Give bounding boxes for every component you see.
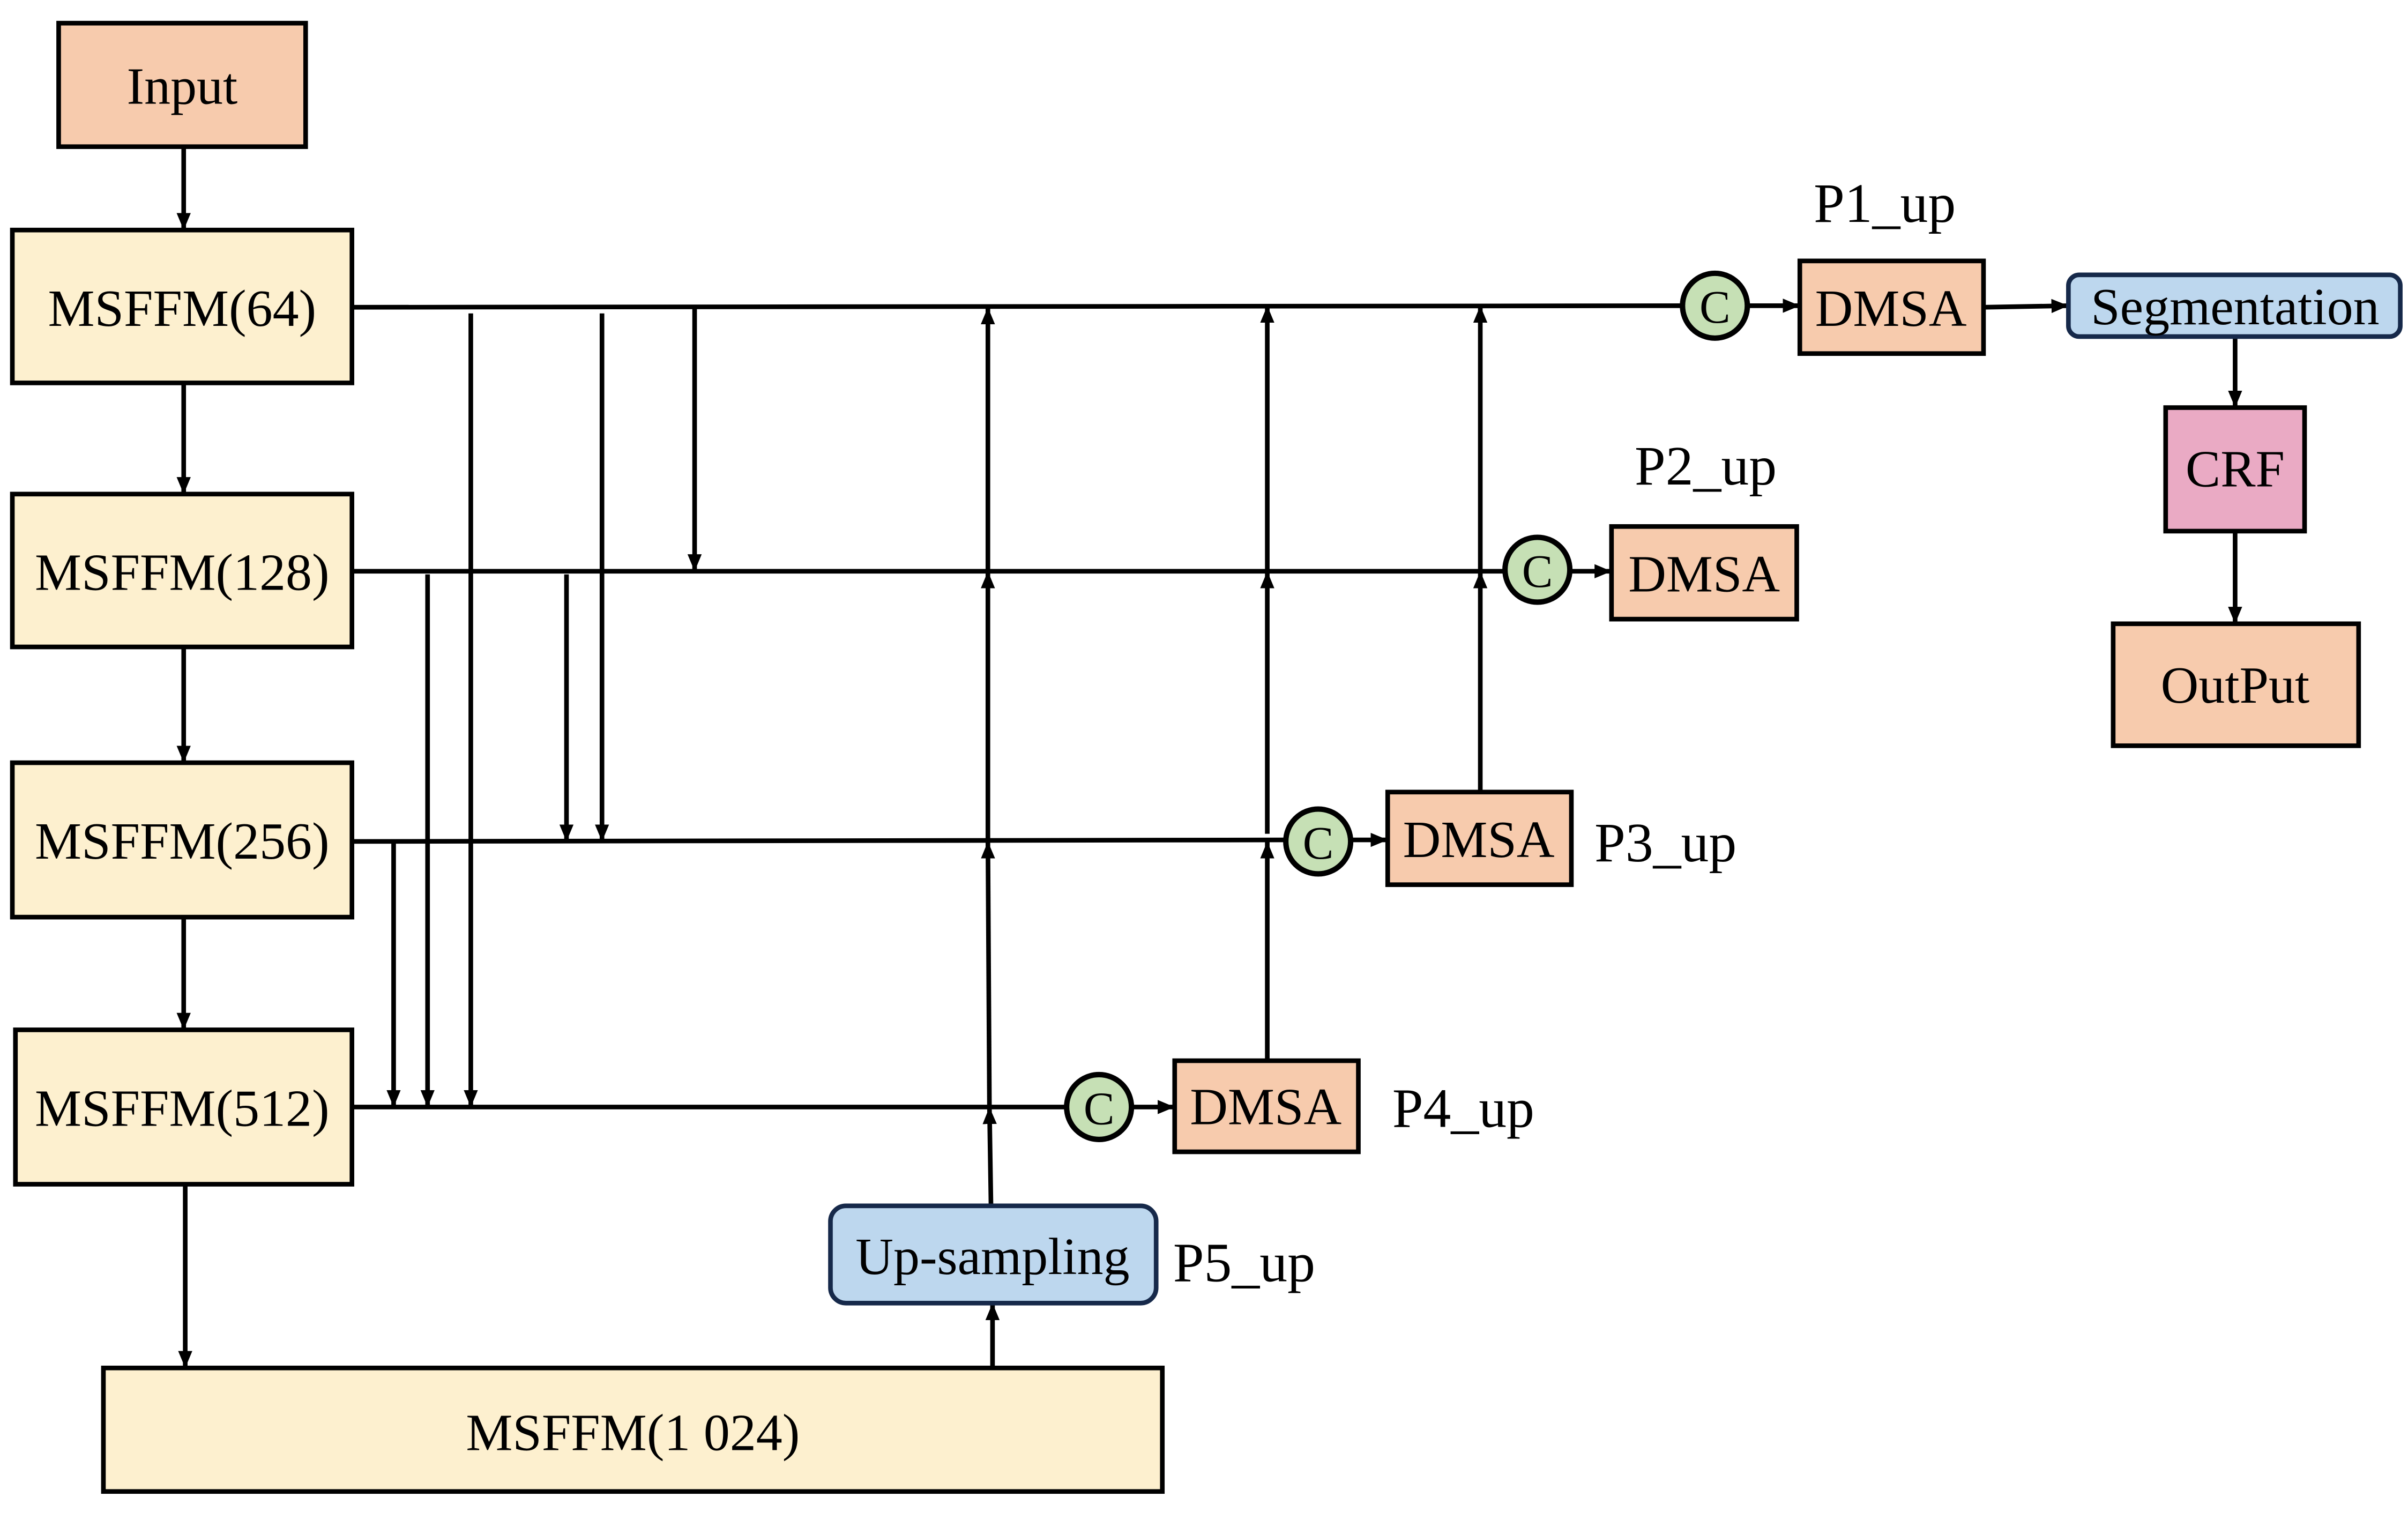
segmentation-label: Segmentation	[2091, 278, 2379, 336]
p5-up-to-level3	[981, 841, 995, 1107]
p2-up-label: P2_up	[1635, 436, 1777, 497]
msffm-64-label: MSFFM(64)	[48, 280, 317, 338]
concat-node-1: C	[1680, 270, 1750, 341]
concat-node-2: C	[1502, 534, 1573, 605]
dmsa-block-1[interactable]: DMSA	[1797, 258, 1986, 356]
msffm-128-label: MSFFM(128)	[35, 544, 330, 602]
dmsa-3-label: DMSA	[1403, 811, 1555, 869]
level3-line	[352, 837, 1286, 844]
concat-icon: C	[1303, 817, 1334, 869]
concat-icon: C	[1084, 1083, 1115, 1134]
segmentation-block[interactable]: Segmentation	[2066, 272, 2403, 339]
output-block[interactable]: OutPut	[2111, 621, 2361, 748]
concat-node-3: C	[1283, 806, 1354, 877]
msffm-512-block[interactable]: MSFFM(512)	[13, 1027, 354, 1187]
msffm-256-label: MSFFM(256)	[35, 813, 330, 870]
upsampling-label: Up-sampling	[855, 1228, 1129, 1286]
level1-line	[352, 303, 1683, 310]
crf-block[interactable]: CRF	[2163, 405, 2307, 534]
concat-node-4: C	[1064, 1071, 1135, 1142]
crf-label: CRF	[2186, 441, 2285, 498]
dmsa-4-label: DMSA	[1190, 1078, 1341, 1136]
dmsa-block-3[interactable]: DMSA	[1385, 789, 1574, 887]
input-block[interactable]: Input	[56, 20, 308, 149]
dmsa-block-2[interactable]: DMSA	[1609, 524, 1799, 622]
dmsa-1-label: DMSA	[1815, 280, 1967, 338]
input-label: Input	[127, 57, 238, 115]
p3-up-label: P3_up	[1594, 813, 1736, 874]
msffm-512-label: MSFFM(512)	[35, 1079, 330, 1137]
p5-up-to-level4	[982, 1107, 997, 1206]
edge-dmsa1-to-segmentation	[1983, 299, 2069, 314]
concat-icon: C	[1699, 281, 1731, 333]
msffm-64-block[interactable]: MSFFM(64)	[10, 227, 354, 385]
p1-up-label: P1_up	[1814, 173, 1956, 234]
dmsa-2-label: DMSA	[1628, 546, 1780, 604]
msffm-1024-label: MSFFM(1 024)	[466, 1404, 800, 1462]
msffm-256-block[interactable]: MSFFM(256)	[10, 760, 354, 920]
connectors	[176, 146, 2242, 1368]
msffm-128-block[interactable]: MSFFM(128)	[10, 491, 354, 650]
output-label: OutPut	[2161, 657, 2309, 714]
upsampling-block[interactable]: Up-sampling	[828, 1203, 1159, 1306]
p5-up-label: P5_up	[1173, 1232, 1315, 1293]
p4-up-label: P4_up	[1392, 1078, 1534, 1139]
concat-icon: C	[1522, 546, 1553, 597]
msffm-1024-block[interactable]: MSFFM(1 024)	[101, 1365, 1165, 1494]
dmsa-block-4[interactable]: DMSA	[1172, 1058, 1361, 1154]
